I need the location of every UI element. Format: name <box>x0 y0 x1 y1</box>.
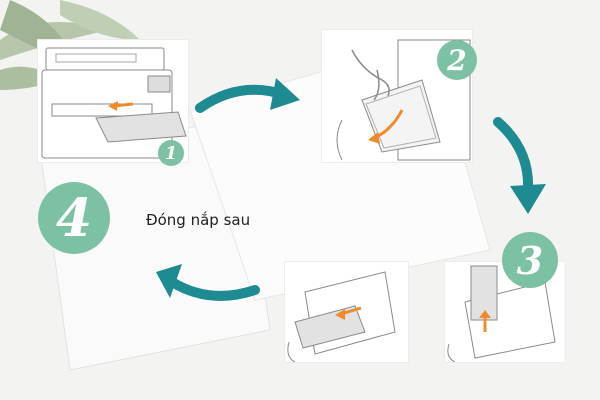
step-2-badge: 2 <box>437 40 477 80</box>
step-3a-panel <box>285 262 408 363</box>
step-1-badge: 1 <box>158 140 184 166</box>
hand-icon <box>351 49 390 97</box>
paper-insert-illustration <box>287 271 396 363</box>
step-3b-panel <box>445 262 565 363</box>
step-3-badge: 3 <box>502 232 558 288</box>
step-4-badge: 4 <box>38 182 110 254</box>
curved-arrow-icon <box>156 264 260 301</box>
step-4-caption: Đóng nắp sau <box>146 211 251 229</box>
rear-cover-illustration <box>336 39 471 161</box>
printer-front-illustration <box>41 47 187 159</box>
curved-arrow-icon <box>195 78 300 113</box>
step-2-panel <box>322 30 472 162</box>
paper-guide-illustration <box>447 265 556 363</box>
curved-arrow-icon <box>493 117 546 214</box>
